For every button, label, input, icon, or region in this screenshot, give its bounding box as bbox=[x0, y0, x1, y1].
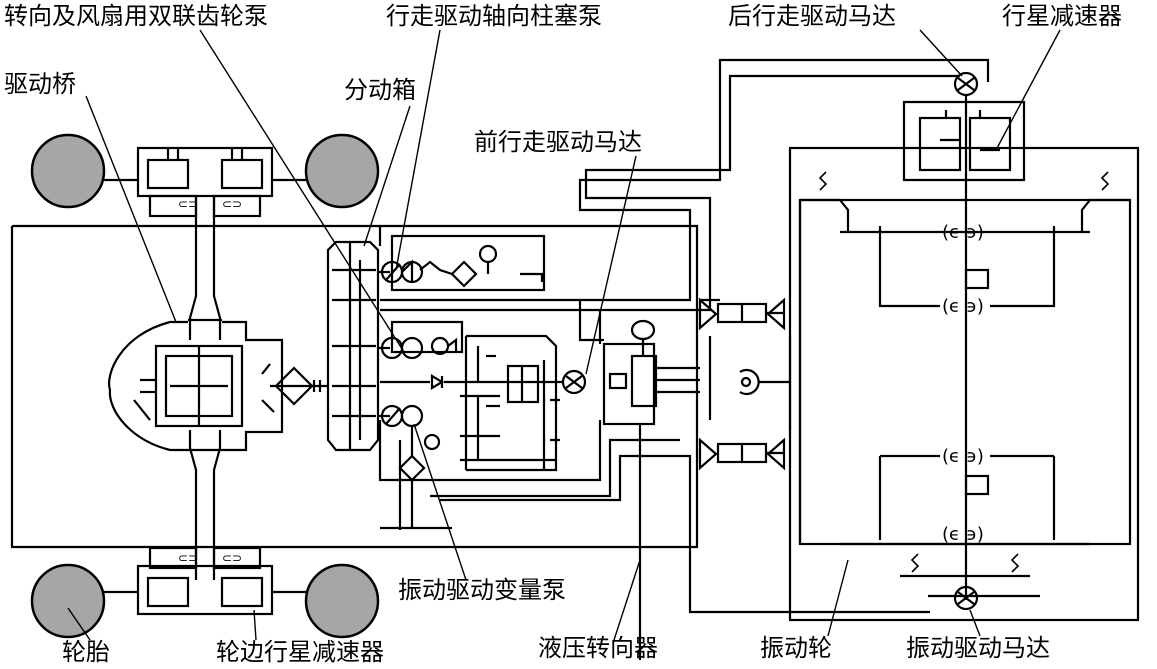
transfer-box bbox=[326, 240, 390, 452]
vibration-drive-motor bbox=[953, 585, 979, 611]
tire-front-left bbox=[30, 133, 106, 209]
front-travel-motor bbox=[561, 369, 587, 395]
drive-axle-shafts bbox=[188, 196, 222, 580]
svg-text:(ϵ ϶): (ϵ ϶) bbox=[942, 524, 984, 545]
hydraulic-lines bbox=[378, 58, 990, 614]
label-steering-fan-gear-pump: 转向及风扇用双联齿轮泵 bbox=[4, 2, 268, 30]
hub-reducer-top: ⊂⊃ ⊂⊃ bbox=[104, 146, 306, 218]
steering-fan-gear-pump bbox=[380, 320, 464, 360]
label-rear-travel-motor: 后行走驱动马达 bbox=[728, 2, 896, 30]
rear-travel-motor bbox=[953, 71, 979, 97]
svg-text:(ϵ ϶): (ϵ ϶) bbox=[942, 222, 984, 243]
tire-front-right bbox=[304, 133, 380, 209]
travel-axial-pump bbox=[380, 234, 546, 292]
svg-text:⊂⊃: ⊂⊃ bbox=[222, 197, 242, 211]
svg-text:⊂⊃: ⊂⊃ bbox=[178, 197, 198, 211]
label-vibration-drum: 振动轮 bbox=[760, 634, 832, 662]
chassis-frame bbox=[10, 224, 699, 549]
label-planetary-reducer: 行星减速器 bbox=[1002, 2, 1122, 30]
svg-text:⊂⊃: ⊂⊃ bbox=[222, 551, 242, 565]
label-hub-reducer: 轮边行星减速器 bbox=[216, 638, 384, 666]
svg-text:(ϵ ϶): (ϵ ϶) bbox=[942, 296, 984, 317]
label-tire: 轮胎 bbox=[62, 638, 110, 666]
leader-lines bbox=[67, 29, 1061, 641]
label-travel-axial-pump: 行走驱动轴向柱塞泵 bbox=[386, 2, 602, 30]
label-steering-unit: 液压转向器 bbox=[538, 634, 658, 662]
articulation-joint bbox=[708, 336, 792, 430]
svg-text:⊂⊃: ⊂⊃ bbox=[178, 551, 198, 565]
steering-cylinder-bottom bbox=[698, 437, 786, 471]
differential-housing bbox=[108, 320, 284, 452]
planetary-reducer bbox=[902, 96, 1026, 200]
vibration-variable-pump bbox=[380, 404, 452, 530]
drive-shaft-joint bbox=[270, 366, 328, 406]
svg-text:(ϵ ϶): (ϵ ϶) bbox=[942, 446, 984, 467]
label-transfer-box: 分动箱 bbox=[344, 76, 416, 104]
tire-rear-left bbox=[30, 563, 106, 639]
front-drive-gearbox bbox=[380, 334, 564, 472]
label-front-travel-motor: 前行走驱动马达 bbox=[474, 128, 642, 156]
tire-rear-right bbox=[304, 563, 380, 639]
steering-cylinder-top bbox=[698, 297, 786, 331]
hub-reducer-bottom: ⊂⊃ ⊂⊃ bbox=[104, 546, 306, 616]
label-drive-axle: 驱动桥 bbox=[4, 70, 76, 98]
label-vibration-drive-motor: 振动驱动马达 bbox=[906, 634, 1050, 662]
vibration-drum-frame: (ϵ ϶) (ϵ ϶) (ϵ ϶) (ϵ ϶) bbox=[788, 146, 1140, 622]
label-vibration-variable-pump: 振动驱动变量泵 bbox=[398, 576, 566, 604]
hydraulic-steering-unit bbox=[602, 319, 700, 660]
